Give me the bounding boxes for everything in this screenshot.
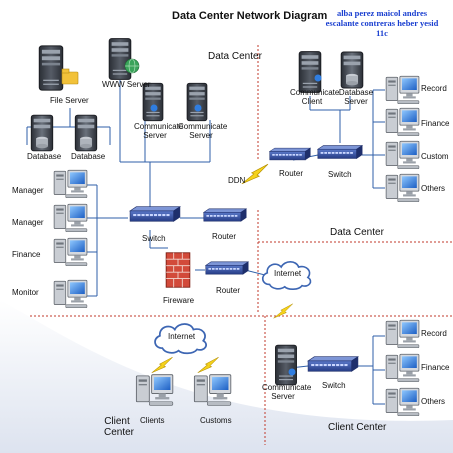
node-label: Others: [421, 397, 446, 406]
user-badge-icon: [150, 104, 158, 112]
others-pc-icon: [385, 173, 420, 203]
communicate-server-icon: [274, 344, 298, 386]
node-label: Finance: [421, 119, 450, 128]
lightning-bolt-icon: [241, 163, 269, 185]
switch-icon: [307, 356, 359, 372]
router-icon: [205, 261, 249, 275]
node-label: Others: [421, 184, 446, 193]
node-label: File Server: [50, 96, 89, 105]
manager-pc-icon: [53, 169, 88, 199]
diagram-title: Data Center Network Diagram: [172, 10, 328, 22]
node-label: Customs: [200, 416, 232, 425]
node-label: Manager: [12, 186, 44, 195]
monitor-pc-icon: [53, 279, 88, 309]
manager-pc-icon: [53, 203, 88, 233]
node-label: WWW Server: [102, 80, 151, 89]
node-label: Database: [71, 152, 106, 161]
node-label: Router: [212, 232, 237, 241]
background-swoosh: [0, 300, 453, 453]
record-pc-icon: [385, 75, 420, 105]
node-label: Database Server: [338, 88, 374, 106]
custom-pc-icon: [385, 140, 420, 170]
router-icon: [269, 147, 311, 161]
switch-icon: [129, 206, 181, 222]
node-label: Finance: [421, 363, 450, 372]
node-label: Switch: [322, 381, 346, 390]
node-label: Clients: [140, 416, 165, 425]
finance-pc-icon: [53, 237, 88, 267]
zone-label-client-center: Client Center: [104, 416, 135, 438]
watermark-line-3: 11c: [376, 28, 388, 38]
node-label: Database: [27, 152, 62, 161]
communicate-client-icon: [298, 50, 322, 94]
database-server-icon: [74, 114, 98, 152]
globe-icon: [124, 58, 140, 74]
folder-icon: [61, 68, 79, 85]
lightning-bolt-icon: [151, 356, 173, 374]
node-label: Record: [421, 329, 447, 338]
firewall-icon: [165, 252, 191, 288]
node-label: Communicate Server: [178, 122, 228, 140]
node-label: Monitor: [12, 288, 39, 297]
communicate-server-icon: [186, 82, 208, 122]
node-label: Internet: [274, 269, 302, 278]
node-label: Finance: [12, 250, 41, 259]
zone-label-data-center: Data Center: [330, 227, 384, 238]
database-server-icon: [30, 114, 54, 152]
router-icon: [203, 208, 247, 222]
user-badge-icon: [194, 104, 202, 112]
node-label: Fireware: [163, 296, 195, 305]
file-server-icon: [38, 45, 64, 91]
node-label: DDN: [228, 176, 246, 185]
node-label: Custom: [421, 152, 449, 161]
finance-pc-icon: [385, 107, 420, 137]
node-label: Communicate Server: [262, 383, 312, 401]
node-label: Communicate Server: [134, 122, 184, 140]
node-label: Manager: [12, 218, 44, 227]
finance-pc-icon: [385, 353, 420, 383]
zone-label-data-center: Data Center: [208, 51, 262, 62]
node-label: Router: [216, 286, 241, 295]
node-label: Record: [421, 84, 447, 93]
node-label: Communicate Client: [290, 88, 340, 106]
database-server-icon: [340, 51, 364, 89]
switch-icon: [317, 144, 363, 160]
others-pc-icon: [385, 387, 420, 417]
record-pc-icon: [385, 319, 420, 349]
user-badge-icon: [314, 74, 322, 82]
node-label: Internet: [168, 332, 196, 341]
lightning-bolt-icon: [197, 356, 219, 374]
www-server-icon: [108, 37, 132, 81]
node-label: Router: [279, 169, 304, 178]
node-label: Switch: [328, 170, 352, 179]
zone-separators: [30, 45, 453, 445]
connection-lines: [26, 80, 385, 405]
watermark-line-2: escalante contreras heber yesid: [325, 18, 439, 28]
zone-label-client-center: Client Center: [328, 422, 387, 433]
node-label: Switch: [142, 234, 166, 243]
watermark-line-1: alba perez maicol andres: [336, 8, 428, 18]
user-badge-icon: [288, 368, 296, 376]
